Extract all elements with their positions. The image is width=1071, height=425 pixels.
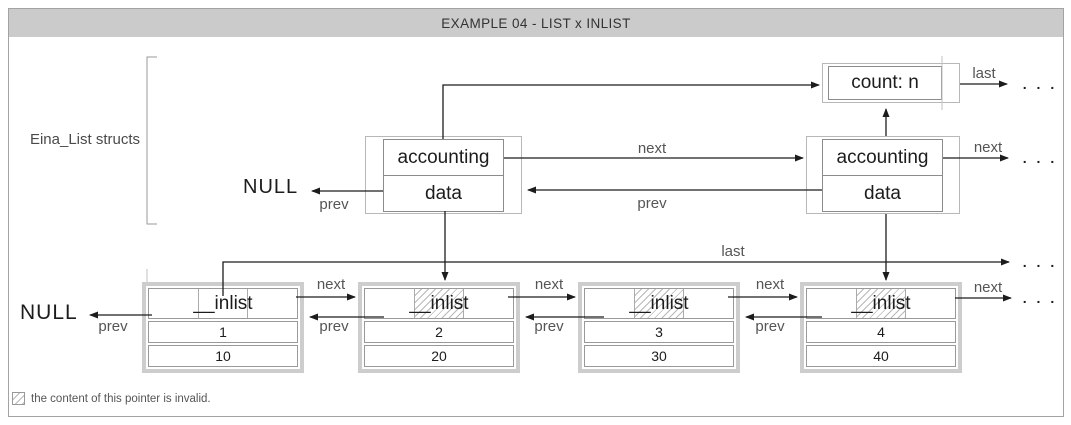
eina-struct-1: accounting data (383, 139, 504, 212)
inlist-node-3-value-row: 3 (584, 321, 734, 343)
inlist-node-1-header: __inlist (193, 293, 253, 314)
label-prev-node3: prev (534, 318, 564, 335)
label-next-node2: next (534, 276, 564, 293)
count-box: count: n (828, 66, 942, 100)
inlist-node-3-value-row: 30 (584, 345, 734, 367)
inlist-node-4-value-row: 40 (806, 345, 956, 367)
inlist-node-1-pointer-cell (198, 289, 248, 318)
null-label-top: NULL (243, 176, 299, 198)
eina-struct-2-accounting-field: accounting (823, 140, 942, 176)
inlist-node-2-value-row: 20 (364, 345, 514, 367)
label-next-structs: next (637, 140, 667, 157)
eina-struct-2-data-field: data (864, 183, 901, 204)
inlist-node-4-value-row: 4 (806, 321, 956, 343)
inlist-node-3-header: __inlist (629, 293, 689, 314)
inlist-node-2-header-cell: __inlist (364, 288, 514, 319)
label-last-inlist: last (721, 243, 745, 260)
label-last-count: last (972, 65, 996, 82)
label-prev-node4: prev (755, 318, 785, 335)
eina-struct-1-accounting-field: accounting (384, 140, 503, 176)
count-label: count: n (851, 72, 919, 93)
label-next-node4: next (973, 279, 1003, 296)
label-next-node3: next (755, 276, 785, 293)
inlist-node-3-header-cell: __inlist (584, 288, 734, 319)
label-next-node1: next (316, 276, 346, 293)
label-next-struct2: next (973, 139, 1003, 156)
legend-text: the content of this pointer is invalid. (31, 392, 211, 405)
inlist-node-2-value-row: 2 (364, 321, 514, 343)
inlist-node-4-header-cell: __inlist (806, 288, 956, 319)
eina-struct-1-data-field: data (425, 183, 462, 204)
legend: the content of this pointer is invalid. (12, 392, 211, 405)
inlist-node-1: __inlist 1 10 (142, 282, 304, 373)
title-bar: EXAMPLE 04 - LIST x INLIST (9, 9, 1063, 37)
label-prev-null-bottom: prev (98, 318, 128, 335)
inlist-node-1-value-row: 1 (148, 321, 298, 343)
ellipsis-struct-next: . . . (1022, 150, 1058, 166)
ellipsis-count-last: . . . (1022, 76, 1058, 92)
inlist-node-4-header: __inlist (851, 293, 911, 314)
label-prev-structs: prev (637, 195, 667, 212)
eina-list-group-label: Eina_List structs (29, 131, 140, 148)
label-prev-node2: prev (319, 318, 349, 335)
inlist-node-1-value-row: 10 (148, 345, 298, 367)
ellipsis-inlist-last: . . . (1022, 254, 1058, 270)
eina-struct-2: accounting data (822, 139, 943, 212)
inlist-node-1-header-cell: __inlist (148, 288, 298, 319)
inlist-node-4: __inlist 4 40 (800, 282, 962, 373)
inlist-node-3: __inlist 3 30 (578, 282, 740, 373)
null-label-bottom: NULL (20, 301, 78, 324)
inlist-node-2-header: __inlist (409, 293, 469, 314)
label-prev-null-top: prev (319, 196, 349, 213)
inlist-node-2: __inlist 2 20 (358, 282, 520, 373)
invalid-pointer-swatch-icon (12, 392, 25, 405)
diagram-title: EXAMPLE 04 - LIST x INLIST (441, 15, 631, 31)
ellipsis-node-next: . . . (1022, 290, 1058, 306)
